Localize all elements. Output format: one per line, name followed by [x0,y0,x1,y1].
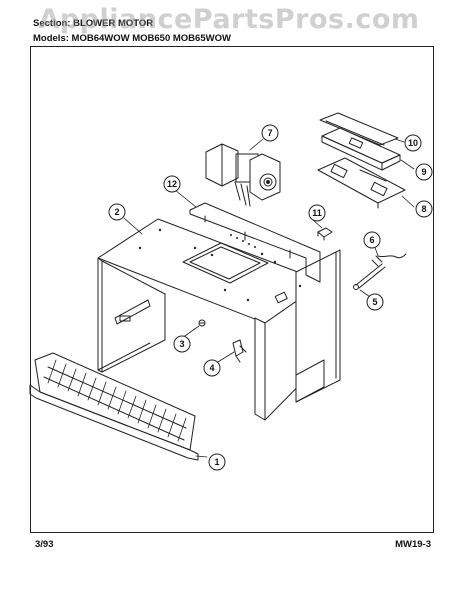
svg-text:5: 5 [372,297,377,307]
callout-9[interactable]: 9 [415,163,433,181]
part-9-tray [321,127,401,171]
svg-text:1: 1 [214,457,219,467]
callout-1[interactable]: 1 [208,453,226,471]
callout-12[interactable]: 12 [163,175,181,193]
callout-6[interactable]: 6 [363,231,381,249]
revision-date: 3/93 [35,539,54,550]
diagram-frame [30,46,434,533]
callout-11[interactable]: 11 [308,204,326,222]
svg-text:8: 8 [421,204,426,214]
svg-text:12: 12 [167,179,177,189]
section-title: Section: BLOWER MOTOR [33,18,154,29]
svg-text:4: 4 [209,363,214,373]
callout-8[interactable]: 8 [415,200,433,218]
svg-text:7: 7 [267,128,272,138]
blower-motor [205,143,281,207]
part-8-plate [317,157,406,209]
part-3-screw [198,319,206,327]
svg-text:3: 3 [179,339,184,349]
svg-text:9: 9 [421,167,426,177]
part-11-clip [317,227,333,241]
part-4-bracket [232,339,247,363]
callout-4[interactable]: 4 [203,359,221,377]
page-code: MW19-3 [395,539,431,550]
callout-7[interactable]: 7 [261,124,279,142]
svg-text:10: 10 [408,138,418,148]
callout-3[interactable]: 3 [173,335,191,353]
part-6-power-cord [371,253,407,267]
svg-text:11: 11 [312,208,322,218]
svg-text:2: 2 [114,207,119,217]
callout-5[interactable]: 5 [366,293,384,311]
svg-text:6: 6 [369,235,374,245]
part-5-connector [353,263,386,290]
models-line: Models: MOB64WOW MOB650 MOB65WOW [33,33,231,44]
callout-bubbles: 1 2 3 4 5 6 7 8 [108,124,433,471]
front-grille [29,352,199,461]
cabinet-housing [97,202,341,421]
callout-2[interactable]: 2 [108,203,126,221]
callout-10[interactable]: 10 [404,134,422,152]
